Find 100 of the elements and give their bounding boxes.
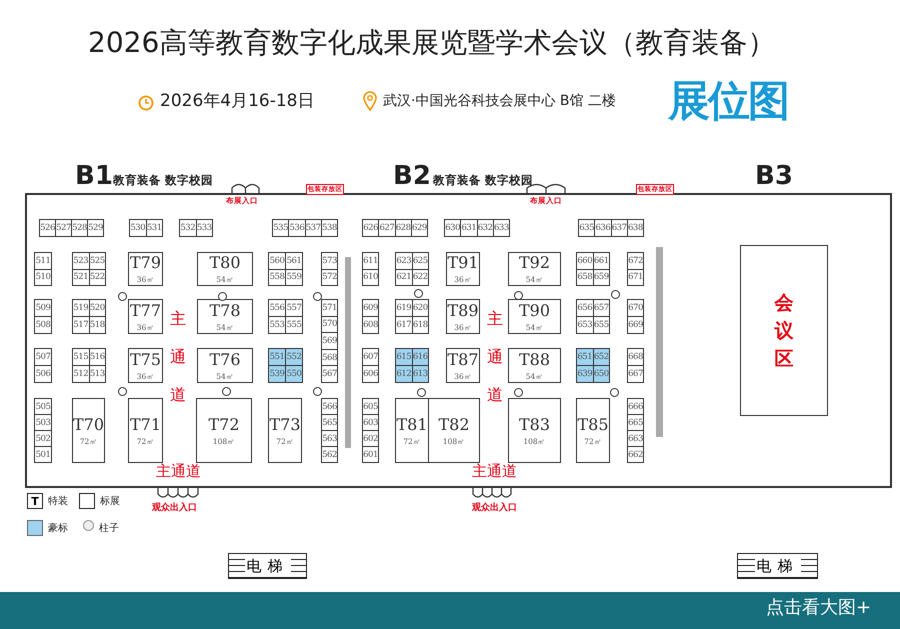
booth-number: 530 (130, 223, 146, 233)
booth-number: 555 (286, 320, 302, 330)
booth-number: 571 (322, 302, 337, 313)
view-larger-link: 点击看大图+ (766, 598, 872, 618)
booth-number: 569 (322, 336, 337, 346)
booth-number: T92 (518, 253, 550, 272)
legend-label: 特装 (48, 494, 68, 508)
booth-box (34, 398, 52, 415)
special-booth (128, 299, 163, 334)
booth-number: T89 (447, 300, 479, 320)
booth-box (476, 219, 494, 237)
booth-box (179, 219, 196, 237)
booth-number: T71 (130, 414, 162, 434)
booth-number: 519 (73, 303, 88, 313)
special-booth (576, 398, 610, 463)
booth-box (320, 219, 338, 237)
booth-number: 611 (363, 256, 378, 266)
booth-box (627, 430, 644, 447)
booth-number: 538 (322, 223, 337, 233)
booth-number: 625 (412, 256, 428, 266)
booth-number: 626 (363, 223, 378, 233)
booth-number: 659 (594, 272, 609, 282)
booth-box (592, 316, 610, 334)
booth-number: 657 (594, 303, 609, 313)
special-booth (508, 348, 561, 383)
booth-number: 513 (90, 369, 105, 379)
swatch-letter: T (31, 494, 39, 508)
booth-number: 622 (412, 272, 428, 282)
legend-label: 豪标 (48, 522, 68, 535)
booth-number: 619 (396, 303, 412, 313)
booth-number: T85 (577, 414, 609, 434)
special-booth (446, 348, 480, 383)
booth-box (285, 299, 303, 317)
elevator-box (228, 553, 307, 579)
booth-number: 638 (628, 223, 643, 233)
special-booth (268, 398, 302, 463)
event-date: 2026年4月16-18日 (160, 92, 314, 111)
special-booth (395, 398, 429, 463)
legend-label: 柱子 (99, 522, 119, 535)
booth-box (362, 446, 379, 463)
booth-number: 612 (396, 369, 412, 379)
booth-number: 671 (628, 272, 643, 282)
booth-number: T76 (209, 350, 241, 368)
special-booth (428, 398, 480, 463)
booth-number: 609 (363, 303, 378, 313)
area-label: 会议区 (774, 290, 794, 372)
booth-box (627, 398, 644, 415)
booth-number: 665 (628, 418, 643, 428)
booth-number: 516 (90, 352, 105, 362)
special-booth (197, 299, 253, 334)
floor-plan-heading: 展位图 (668, 78, 788, 124)
booth-box (627, 268, 644, 286)
booth-number: 502 (36, 434, 50, 444)
booth-box (129, 219, 146, 237)
booth-number: 613 (412, 369, 428, 379)
booth-box (321, 365, 338, 383)
booth-number: 652 (594, 352, 609, 362)
booth-box (87, 219, 104, 237)
booth-number: 669 (628, 320, 643, 330)
booth-number: 617 (396, 320, 412, 330)
booth-number: 566 (322, 402, 337, 412)
booth-number: 550 (286, 369, 302, 379)
special-booth (508, 398, 561, 463)
booth-box (362, 414, 379, 431)
booth-number: 511 (36, 256, 50, 266)
booth-box (268, 316, 286, 334)
booth-box (268, 365, 286, 383)
booth-box (444, 219, 462, 237)
booth-number: 556 (270, 303, 284, 313)
booth-number: 558 (270, 272, 284, 282)
booth-number: 518 (90, 320, 105, 330)
booth-box (627, 365, 644, 383)
booth-box (576, 316, 594, 334)
booth-box (576, 365, 594, 383)
booth-number: T91 (447, 253, 479, 272)
booth-number: 629 (412, 223, 427, 233)
booth-number: 667 (628, 369, 643, 379)
booth-box (394, 219, 412, 237)
booth-number: 568 (322, 352, 337, 363)
booth-box (285, 268, 303, 286)
booth-number: 651 (577, 352, 592, 362)
booth-number: 510 (36, 272, 50, 282)
legend-label: 标展 (100, 494, 120, 508)
booth-box (594, 219, 612, 237)
booth-box (610, 219, 628, 237)
booth-number: 573 (322, 256, 337, 266)
aisle-label: 主通道 (156, 463, 201, 480)
booth-number: 529 (88, 223, 103, 233)
booth-number: 535 (273, 223, 288, 233)
booth-box (285, 348, 303, 366)
booth-number: 607 (363, 352, 378, 362)
booth-box (321, 398, 338, 415)
booth-box (412, 316, 429, 334)
special-booth (508, 252, 561, 286)
booth-number: 570 (322, 319, 337, 330)
booth-number: 508 (36, 320, 50, 330)
booth-box (321, 446, 338, 463)
booth-box (627, 252, 644, 270)
booth-box (321, 332, 338, 350)
hall-theme: 教育装备 数字校园 (113, 174, 214, 187)
